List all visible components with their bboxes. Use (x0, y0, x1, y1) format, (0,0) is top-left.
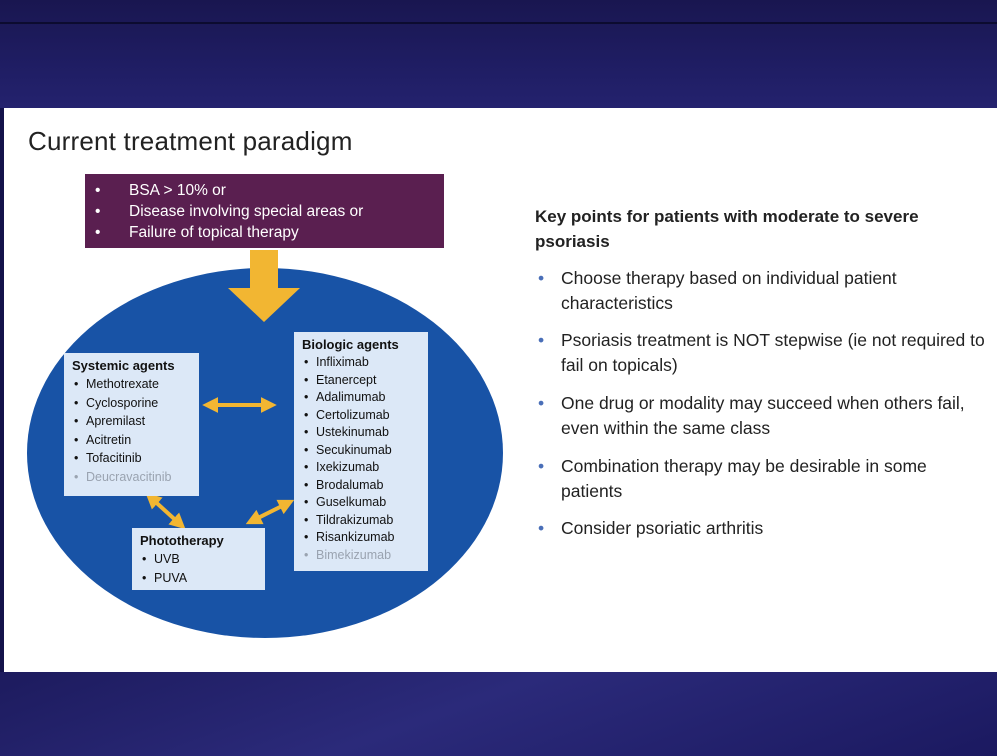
key-points-panel: Key points for patients with moderate to… (535, 204, 985, 541)
systemic-item: Tofacitinib (72, 449, 191, 468)
phototherapy-box: Phototherapy UVB PUVA (132, 528, 265, 590)
biologic-item: Infliximab (302, 354, 420, 372)
biologic-item: Ixekizumab (302, 459, 420, 477)
biologic-agents-header: Biologic agents (302, 337, 399, 352)
biologic-item: Risankizumab (302, 529, 420, 547)
biologic-item: Tildrakizumab (302, 512, 420, 530)
criteria-item: Disease involving special areas or (95, 201, 444, 222)
slide-title: Current treatment paradigm (28, 126, 353, 156)
systemic-item: Cyclosporine (72, 394, 191, 413)
photo-biologic-arrow (245, 499, 295, 525)
top-divider (0, 22, 997, 24)
biologic-item-muted: Bimekizumab (302, 547, 420, 565)
biologic-item: Adalimumab (302, 389, 420, 407)
key-point: Consider psoriatic arthritis (535, 516, 985, 541)
systemic-item-muted: Deucravacitinib (72, 468, 191, 487)
biologic-item: Brodalumab (302, 477, 420, 495)
systemic-item: Apremilast (72, 412, 191, 431)
phototherapy-header: Phototherapy (140, 533, 224, 548)
key-point: One drug or modality may succeed when ot… (535, 391, 985, 441)
phototherapy-item: PUVA (140, 569, 257, 588)
biologic-item: Guselkumab (302, 494, 420, 512)
systemic-photo-arrow (145, 492, 186, 530)
biologic-agents-box: Biologic agents Infliximab Etanercept Ad… (294, 332, 428, 571)
key-points-list: Choose therapy based on individual patie… (535, 266, 985, 541)
systemic-agents-header: Systemic agents (72, 358, 175, 373)
phototherapy-item: UVB (140, 550, 257, 569)
biologic-item: Secukinumab (302, 442, 420, 460)
connector-arrows (145, 250, 300, 530)
slide: Current treatment paradigm BSA > 10% or … (4, 108, 997, 672)
top-band (0, 0, 997, 108)
biologic-item: Ustekinumab (302, 424, 420, 442)
key-points-title: Key points for patients with moderate to… (535, 207, 919, 251)
systemic-item: Methotrexate (72, 375, 191, 394)
biologic-item: Certolizumab (302, 407, 420, 425)
criteria-box: BSA > 10% or Disease involving special a… (85, 174, 444, 248)
systemic-item: Acitretin (72, 431, 191, 450)
criteria-item: BSA > 10% or (95, 180, 444, 201)
key-point: Psoriasis treatment is NOT stepwise (ie … (535, 328, 985, 378)
key-point: Choose therapy based on individual patie… (535, 266, 985, 316)
criteria-item: Failure of topical therapy (95, 222, 444, 243)
down-arrow-icon (228, 250, 300, 322)
key-point: Combination therapy may be desirable in … (535, 454, 985, 504)
bottom-band (0, 672, 997, 756)
systemic-agents-box: Systemic agents Methotrexate Cyclosporin… (64, 353, 199, 496)
biologic-item: Etanercept (302, 372, 420, 390)
